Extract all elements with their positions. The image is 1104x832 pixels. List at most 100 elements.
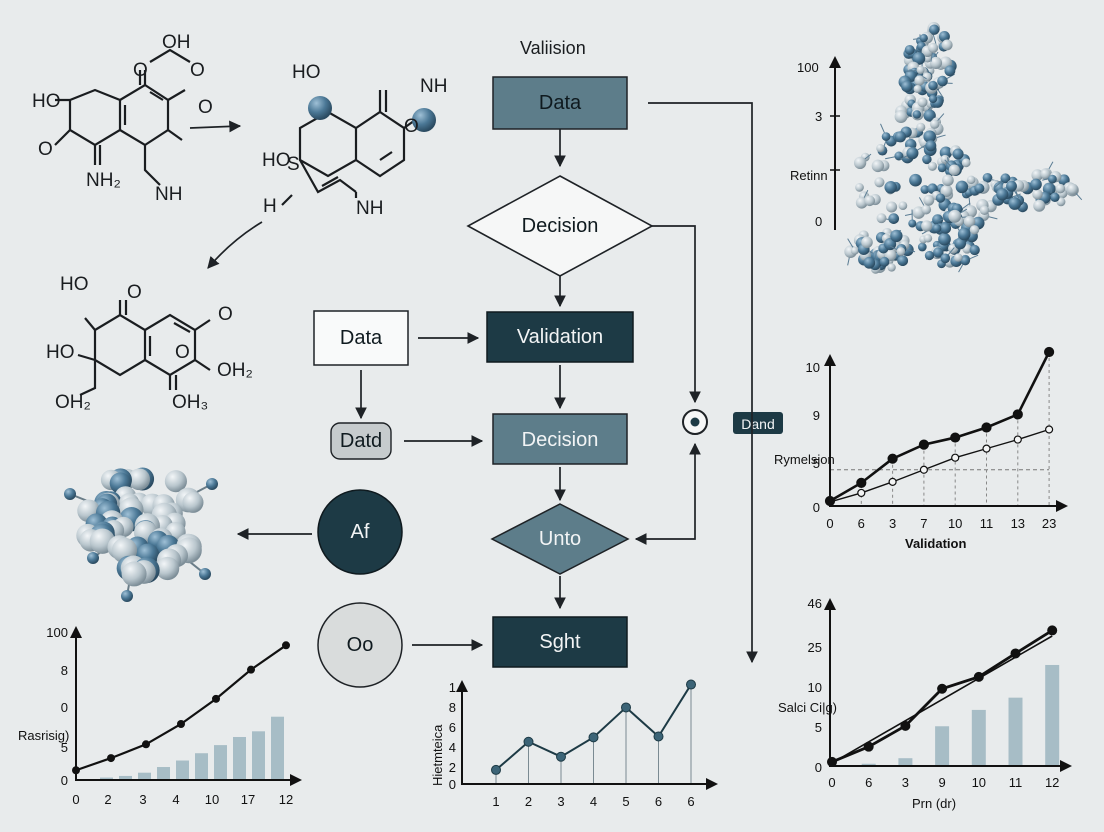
data-point [247,665,255,674]
flow-node-data-left[interactable] [313,310,409,366]
atom-ball [855,183,864,192]
atom-ball [948,209,962,223]
tick-label: 12 [279,792,293,807]
atom-label: O [198,97,213,118]
atom-ball [206,478,218,490]
atom-label: OH₃ [172,392,208,413]
atom-ball [961,158,971,168]
axis-arrow [824,598,836,610]
tick-label: 0 [61,773,68,788]
atom-ball [912,52,926,65]
flow-node-data-top[interactable] [492,76,628,130]
atom-ball [996,188,1009,201]
tick-label: 0 [61,700,68,715]
atom-ball [1030,178,1042,191]
atom-label: O [127,282,142,303]
atom-ball [853,156,867,170]
flow-node-validation[interactable] [486,311,634,363]
data-point [856,477,867,488]
data-point [588,732,599,743]
flow-node-datd[interactable] [330,422,392,460]
tick-label: 100 [46,625,68,640]
tick-label: 3 [557,794,564,809]
flow-node-unto[interactable] [490,503,630,575]
data-point [951,453,960,462]
flow-node-oo[interactable] [317,602,403,688]
flow-node-label: Dand [741,416,774,432]
tick-label: 0 [815,760,822,775]
flow-node-sght[interactable] [492,616,628,668]
y-axis-label: Rymelsion [774,452,835,467]
tick-label: 6 [687,794,694,809]
atom-ball [941,39,953,51]
axes [829,356,1066,507]
flow-node-af[interactable] [317,489,403,575]
data-point [1047,625,1058,636]
atom-label: O [38,139,53,160]
bar [176,760,189,780]
tick-label: 4 [172,792,179,807]
atom-ball [954,253,963,262]
data-point [973,671,984,682]
atom-ball [909,173,922,187]
atom-ball [952,148,964,160]
atom-label: HO [60,274,89,295]
flow-node-dand[interactable] [733,412,783,434]
atom-ball [932,214,944,226]
bar [861,763,876,766]
atom-ball [938,31,950,42]
data-point [1043,346,1055,358]
atom-ball [916,65,925,75]
data-point [523,736,534,747]
flow-node-label: Decision [522,215,599,237]
tick-label: 8 [449,700,456,715]
atom-ball [929,24,940,35]
bar [157,767,170,780]
data-point [863,741,874,752]
atom-ball [942,174,954,187]
atom-ball [914,75,925,86]
atom-label: HO [46,342,75,363]
x-axis-label: Prn (dr) [912,796,956,811]
bar [119,775,132,780]
atom-label: O [175,342,190,363]
axes [75,628,300,781]
atom-ball [969,244,980,256]
axes [461,682,716,785]
atom-ball [923,234,933,243]
atom-ball [901,80,913,93]
atom-ball [933,247,944,258]
atom-label: NH [356,198,383,219]
tick-label: 5 [622,794,629,809]
atom-ball [874,177,885,188]
atom-ball [1032,189,1043,200]
data-point [887,453,898,464]
tick-label: 0 [828,775,835,790]
atom-ball [904,44,915,55]
atom-ball [864,195,876,207]
atom-ball [1066,183,1079,195]
atom-ball [939,222,952,234]
molecule-3: HO O O HO O OH₂ OH₂ OH₃ [46,274,253,413]
atom-ball [908,219,917,228]
atom-label: OH₂ [55,392,91,413]
axes [829,600,1070,767]
tick-label: 11 [1009,775,1023,790]
flowchart: Data Decision Data Validation Datd Decis… [313,76,783,688]
atom-ball [940,253,951,264]
atom-ball [916,122,926,132]
atom-ball [876,213,887,224]
atom-ball [955,180,969,194]
tick-label: 5 [815,720,822,735]
atom-ball [890,229,903,243]
atom-ball [944,65,956,77]
molecule-cluster-left [64,467,218,602]
atom-ball [1006,180,1017,192]
atom-ball [884,181,897,194]
tick-label: 100 [797,60,819,75]
atom-ball [896,247,906,256]
data-point [491,764,501,775]
data-point [1044,425,1054,434]
flow-node-decision-box[interactable] [492,413,628,465]
